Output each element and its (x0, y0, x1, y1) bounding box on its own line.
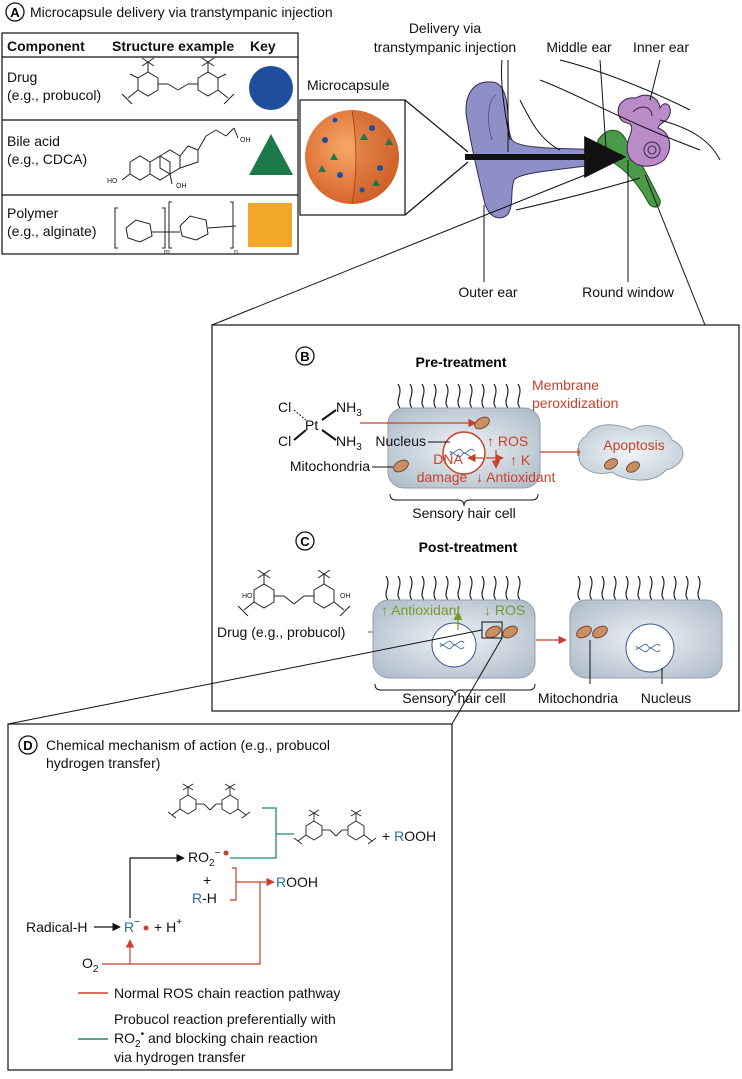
ros-up: ↑ ROS (487, 433, 528, 449)
svg-text:m: m (164, 249, 170, 256)
probucol-structure-d1-icon (167, 783, 251, 819)
antioxidant-down: ↓ Antioxidant (476, 469, 555, 485)
panel-a-letter-circle (5, 2, 25, 22)
row-polymer-example: (e.g., alginate) (7, 223, 97, 239)
dna-damage-1: DNA (433, 451, 463, 467)
delivery-label-1: Delivery via (409, 20, 482, 36)
legend-green-label-2: RO2• and blocking chain reaction (114, 1029, 318, 1050)
outer-ear-shape (465, 81, 605, 219)
row-polymer-name: Polymer (7, 205, 59, 221)
apoptosis-label: Apoptosis (603, 437, 664, 453)
panel-a: A Microcapsule delivery via transtympani… (1, 2, 721, 326)
svg-text:Cl: Cl (278, 399, 291, 415)
nucleus-label-post: Nucleus (641, 690, 692, 706)
probucol-structure-c-icon (237, 569, 351, 617)
ear-anatomy (465, 59, 721, 219)
mitochondria-label-pre: Mitochondria (290, 458, 370, 474)
rooh-product: ROOH (276, 874, 318, 890)
svg-text:n: n (234, 249, 238, 256)
o2-label: O2 (82, 955, 99, 975)
polymer-key-square (248, 203, 292, 247)
panel-bc-box (211, 324, 740, 712)
post-treatment-title: Post-treatment (419, 539, 518, 555)
dna-damage-2: damage (417, 469, 468, 485)
antioxidant-up-c: ↑ Antioxidant (381, 602, 460, 618)
svg-text:HO: HO (242, 593, 253, 600)
plus-h: + H+ (154, 917, 182, 935)
k-up: ↑ K (510, 452, 531, 468)
ro2-radical: RO2− (188, 848, 221, 869)
delivery-label-2: transtympanic injection (374, 39, 516, 55)
mitochondria-label-post: Mitochondria (538, 690, 618, 706)
nucleus-label-pre: Nucleus (375, 433, 426, 449)
microcapsule-label: Microcapsule (307, 77, 390, 93)
legend-green-label-1: Probucol reaction preferentially with (114, 1011, 336, 1027)
microcapsule-particles (318, 117, 393, 193)
outer-ear-label: Outer ear (458, 284, 517, 300)
row-drug-example: (e.g., probucol) (7, 87, 101, 103)
ros-down-c: ↓ ROS (484, 602, 525, 618)
mitochondrion-pre-2 (393, 459, 409, 473)
panel-a-letter: A (10, 5, 20, 20)
drug-key-circle (249, 66, 293, 110)
cdca-structure-icon (121, 127, 239, 185)
panel-d-box (7, 723, 453, 1071)
svg-text:+ ROOH: + ROOH (382, 828, 436, 844)
sensory-hair-cell-label-pre: Sensory hair cell (412, 505, 516, 521)
row-drug-name: Drug (7, 69, 37, 85)
inner-ear-purple (617, 94, 671, 167)
drug-label-c: Drug (e.g., probucol) (217, 624, 345, 640)
alginate-structure-icon (114, 201, 237, 249)
probucol-structure-d2-icon (293, 809, 377, 845)
component-table (1, 32, 299, 255)
svg-text:NH3: NH3 (336, 433, 362, 453)
middle-ear-label: Middle ear (546, 39, 612, 55)
panel-b-letter: B (300, 349, 309, 364)
panel-d-title-2: hydrogen transfer) (46, 755, 160, 771)
legend-red-label: Normal ROS chain reaction pathway (114, 985, 340, 1001)
cisplatin-structure: Cl Cl Pt NH3 NH3 (278, 399, 362, 453)
svg-text:OH: OH (240, 137, 251, 144)
round-window-label: Round window (582, 284, 675, 300)
sensory-hair-cell-label-post: Sensory hair cell (402, 690, 506, 706)
bile-acid-key-triangle (249, 134, 293, 175)
rh-label: R-H (192, 890, 217, 906)
table-header-component: Component (7, 38, 85, 54)
svg-text:OH: OH (176, 183, 187, 190)
panel-d-letter: D (23, 738, 32, 753)
panel-d: D Chemical mechanism of action (e.g., pr… (18, 735, 436, 1065)
table-header-structure: Structure example (112, 38, 234, 54)
table-header-key: Key (250, 38, 276, 54)
svg-text:Pt: Pt (305, 417, 318, 433)
membrane-label-2: peroxidization (532, 395, 618, 411)
svg-text:Cl: Cl (278, 433, 291, 449)
row-bile-example: (e.g., CDCA) (7, 151, 87, 167)
legend-green-label-3: via hydrogen transfer (114, 1049, 246, 1065)
probucol-structure-icon (121, 57, 235, 105)
pre-treatment-title: Pre-treatment (415, 354, 506, 370)
svg-text:HO: HO (107, 178, 118, 185)
svg-text:NH3: NH3 (336, 399, 362, 419)
panel-c-letter: C (300, 534, 310, 549)
svg-text:OH: OH (340, 593, 351, 600)
inner-ear-label: Inner ear (633, 39, 689, 55)
radical-h-label: Radical-H (26, 919, 87, 935)
row-bile-name: Bile acid (7, 133, 60, 149)
panel-d-title-1: Chemical mechanism of action (e.g., prob… (46, 737, 330, 753)
panel-c: C Post-treatment HO OH Drug (e.g., probu… (7, 531, 723, 725)
r-radical: R− (124, 917, 140, 935)
plus-d: + (203, 872, 211, 888)
panel-b: B Pre-treatment Cl Cl Pt NH3 NH3 Nucleus… (278, 346, 684, 521)
panel-a-title: Microcapsule delivery via transtympanic … (30, 4, 333, 20)
membrane-label-1: Membrane (532, 377, 599, 393)
